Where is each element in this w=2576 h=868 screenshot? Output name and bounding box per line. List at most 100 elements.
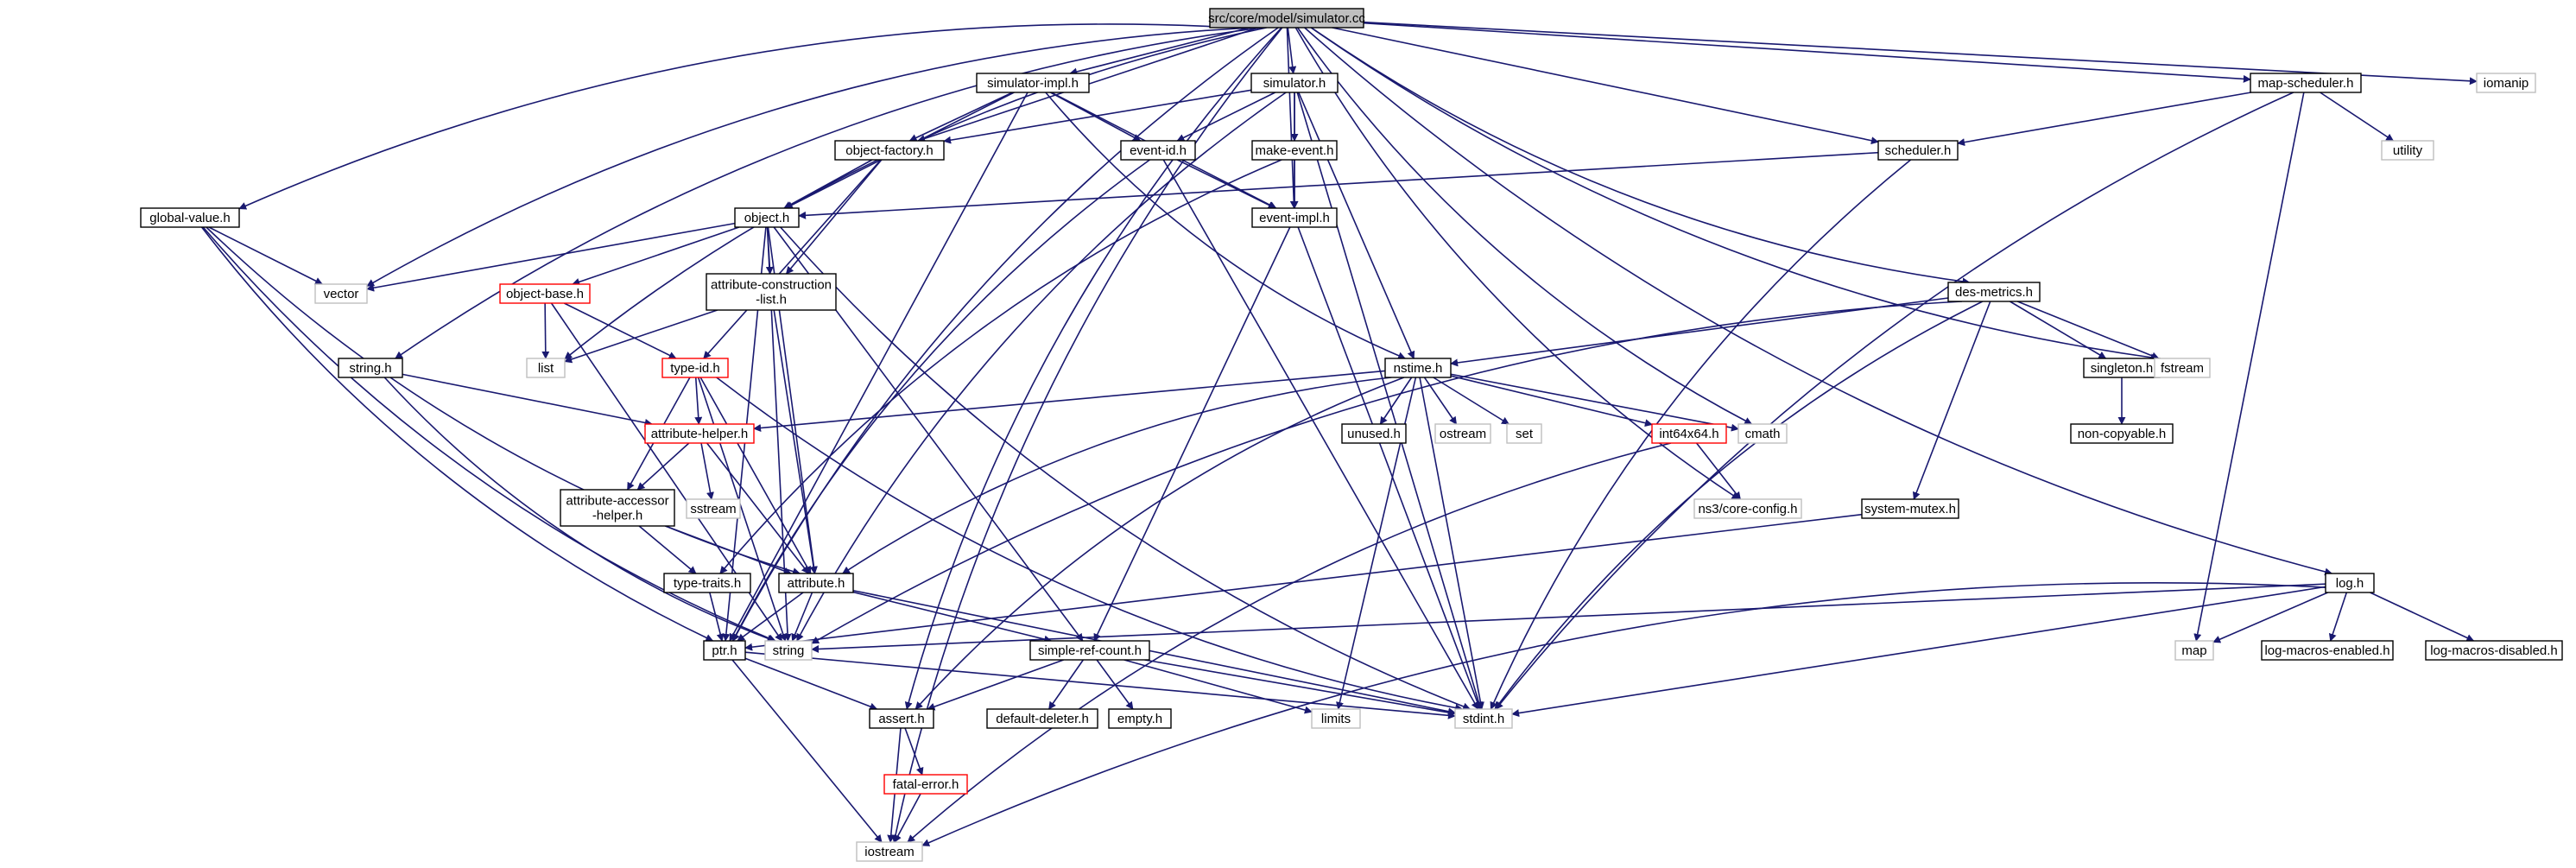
node-simulator-impl-h[interactable]: simulator-impl.h [976,73,1090,93]
node-global-value-h[interactable]: global-value.h [140,207,240,228]
node-label-sstream: sstream [690,502,736,516]
edge-nstime-h-to-set [1433,377,1510,425]
node-simulator-cc[interactable]: src/core/model/simulator.cc [1208,8,1365,29]
node-simple-ref-count-h[interactable]: simple-ref-count.h [1029,640,1150,661]
node-log-macros-enabled-h[interactable]: log-macros-enabled.h [2261,640,2394,661]
node-attribute-accessor-helper-h[interactable]: attribute-accessor-helper.h [560,489,675,527]
node-label-event-impl-h: event-impl.h [1259,211,1330,225]
node-log-h[interactable]: log.h [2325,573,2375,593]
node-label-object-factory-h: object-factory.h [845,143,933,158]
edge-map-scheduler-h-to-map [2193,92,2305,642]
node-object-factory-h[interactable]: object-factory.h [834,140,945,161]
edge-des-metrics-h-to-stdint-h [1494,301,1984,710]
edge-string-h-to-attribute-helper-h [402,373,653,427]
node-nstime-h[interactable]: nstime.h [1384,358,1452,378]
node-assert-h[interactable]: assert.h [869,708,934,729]
node-box-simulator-h [1250,73,1339,93]
node-default-deleter-h[interactable]: default-deleter.h [986,708,1098,729]
node-singleton-h[interactable]: singleton.h [2083,358,2161,378]
node-label-ptr-h: ptr.h [712,643,737,658]
node-object-h[interactable]: object.h [734,207,800,228]
node-utility: utility [2381,140,2434,161]
node-box-vector-h [314,283,368,304]
node-type-traits-h[interactable]: type-traits.h [663,573,751,593]
node-attribute-construction-list-h[interactable]: attribute-construction-list.h [706,273,837,311]
node-int64x64-h[interactable]: int64x64.h [1651,423,1727,444]
node-box-fstream [2154,358,2211,378]
node-sstream: sstream [686,498,741,519]
edge-nstime-h-to-assert-h [915,377,1405,710]
edge-simulator-cc-to-iomanip [1363,21,2478,86]
edge-attribute-helper-h-to-attribute-accessor-helper-h [636,442,690,491]
node-fatal-error-h[interactable]: fatal-error.h [883,774,968,795]
node-box-non-copyable-h [2070,423,2174,444]
node-log-macros-disabled-h[interactable]: log-macros-disabled.h [2425,640,2563,661]
node-stdint-h: stdint.h [1454,708,1513,729]
node-event-id-h[interactable]: event-id.h [1120,140,1196,161]
edge-type-traits-h-to-ptr-h [709,592,725,642]
node-box-attribute-accessor-helper-h [560,489,675,527]
node-box-cmath [1737,423,1788,444]
node-make-event-h[interactable]: make-event.h [1251,140,1338,161]
edge-object-h-to-vector-g [366,222,736,292]
node-event-impl-h[interactable]: event-impl.h [1251,207,1338,228]
node-label-type-id-h: type-id.h [670,361,720,376]
edge-des-metrics-h-to-string [811,301,1963,644]
node-box-list [526,358,566,378]
node-box-limits [1311,708,1361,729]
edge-global-value-h-to-string [202,226,776,643]
node-label-ns3-core-config-h: ns3/core-config.h [1698,502,1797,516]
edge-type-id-h-to-string [697,377,788,642]
node-vector-h: vector [314,283,368,304]
node-box-sstream [686,498,741,519]
node-simulator-h[interactable]: simulator.h [1250,73,1339,93]
node-attribute-helper-h[interactable]: attribute-helper.h [644,423,755,444]
node-string-h[interactable]: string.h [338,358,403,378]
node-box-attribute-helper-h [644,423,755,444]
node-des-metrics-h[interactable]: des-metrics.h [1947,282,2041,302]
node-label-singleton-h: singleton.h [2091,361,2154,376]
node-unused-h[interactable]: unused.h [1341,423,1407,444]
node-label-map: map [2181,643,2206,658]
node-string: string [764,640,813,661]
node-system-mutex-h[interactable]: system-mutex.h [1861,498,1959,519]
edge-event-id-h-to-stdint-h [1162,159,1479,710]
edge-event-id-h-to-ptr-h [731,159,1150,642]
edge-fatal-error-h-to-iostream [894,793,921,843]
edge-simulator-cc-to-log-h [1304,27,2333,576]
node-label-iostream: iostream [864,845,915,859]
node-box-int64x64-h [1651,423,1727,444]
edge-ptr-h-to-stdint-h [744,651,1456,719]
node-box-iostream [856,841,923,862]
edge-scheduler-h-to-object-h [798,151,1879,219]
node-box-empty-h [1108,708,1172,729]
node-iostream: iostream [856,841,923,862]
node-ptr-h[interactable]: ptr.h [703,640,746,661]
node-label-list: list [538,361,554,376]
edge-layer [200,21,2478,846]
node-box-ns3-core-config-h [1693,498,1802,519]
node-scheduler-h[interactable]: scheduler.h [1877,140,1959,161]
node-box-fatal-error-h [883,774,968,795]
node-box-event-id-h [1120,140,1196,161]
node-type-id-h[interactable]: type-id.h [661,358,729,378]
node-empty-h[interactable]: empty.h [1108,708,1172,729]
node-label-attribute-accessor-helper-h: -helper.h [592,509,642,523]
edge-attribute-helper-h-to-attribute-h [706,442,810,574]
node-map-scheduler-h[interactable]: map-scheduler.h [2250,73,2362,93]
node-box-object-h [734,207,800,228]
node-non-copyable-h[interactable]: non-copyable.h [2070,423,2174,444]
node-label-global-value-h: global-value.h [149,211,230,225]
node-box-stdint-h [1454,708,1513,729]
edge-log-h-to-map [2212,592,2328,643]
node-attribute-h[interactable]: attribute.h [778,573,854,593]
node-box-simulator-impl-h [976,73,1090,93]
edge-object-h-to-stdint-h [780,226,1472,711]
node-label-simulator-cc: src/core/model/simulator.cc [1208,11,1365,26]
node-iomanip: iomanip [2476,73,2536,93]
node-label-simulator-h: simulator.h [1263,76,1326,91]
edge-attribute-accessor-helper-h-to-type-traits-h [638,525,697,574]
edge-des-metrics-h-to-fstream [2016,301,2160,360]
node-object-base-h[interactable]: object-base.h [499,283,591,304]
